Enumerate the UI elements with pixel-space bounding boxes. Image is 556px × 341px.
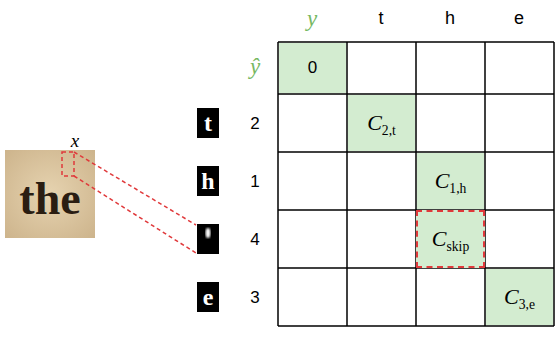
cost-label: C3,e <box>504 284 535 310</box>
cost-cell: C1,h <box>417 153 484 209</box>
cost-label: Cskip <box>432 226 469 252</box>
zoom-line <box>74 176 196 253</box>
image-label: x <box>71 131 79 150</box>
cluster-number: 1 <box>250 173 259 190</box>
cost-cell: 0 <box>279 43 346 93</box>
alignment-grid <box>278 42 554 326</box>
prediction-axis-label: ŷ <box>250 55 260 78</box>
glyph-letter: e <box>203 285 214 309</box>
cluster-number: 4 <box>250 231 259 248</box>
target-char: t <box>378 9 383 27</box>
glyph-letter: t <box>204 111 212 135</box>
glyph-crop <box>197 224 219 254</box>
cluster-number: 2 <box>250 115 259 132</box>
glyph-crop <box>197 282 219 312</box>
word-image <box>5 150 95 238</box>
glyph-crop <box>197 166 219 196</box>
glyph-letter: h <box>201 169 214 193</box>
cost-cell: C2,t <box>348 95 415 151</box>
target-axis-label: y <box>307 7 317 30</box>
target-char: e <box>514 9 524 27</box>
crop-box <box>62 152 74 176</box>
glyph-crop <box>197 108 219 138</box>
word-photo-text: the <box>19 176 80 222</box>
cost-cell: C3,e <box>486 269 553 325</box>
cluster-number: 3 <box>250 289 259 306</box>
glyph-blob <box>206 228 211 238</box>
cost-label: 0 <box>308 58 317 78</box>
cost-label: C2,t <box>367 110 396 136</box>
skip-cost-cell: Cskip <box>416 210 485 268</box>
cost-label: C1,h <box>435 168 467 194</box>
target-char: h <box>445 9 455 27</box>
